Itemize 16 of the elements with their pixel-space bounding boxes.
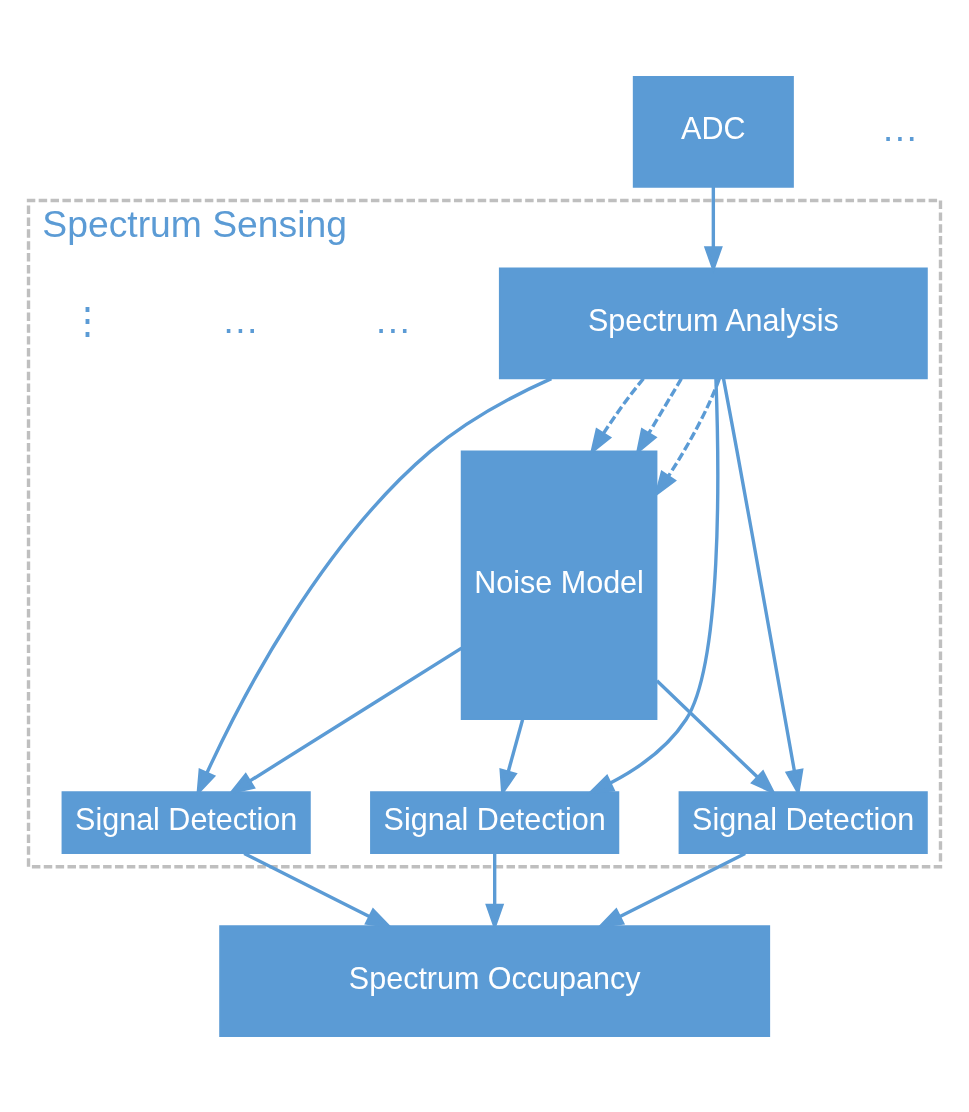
node-box: Signal Detection [370,790,620,854]
node-box: Signal Detection [61,790,311,854]
label: … [221,298,260,341]
node-box: Spectrum Analysis [498,266,928,379]
label: ⋮ [69,298,107,341]
arrow [243,851,393,928]
node-box: Signal Detection [678,790,928,854]
arrow [227,646,463,795]
arrow [596,851,746,928]
node-box: Spectrum Occupancy [219,924,771,1037]
arrow [655,679,777,795]
label: … [881,106,919,149]
label: … [374,298,412,341]
node-box: Noise Model [460,450,658,720]
node-box: ADC [632,75,794,188]
arrow [586,378,720,794]
